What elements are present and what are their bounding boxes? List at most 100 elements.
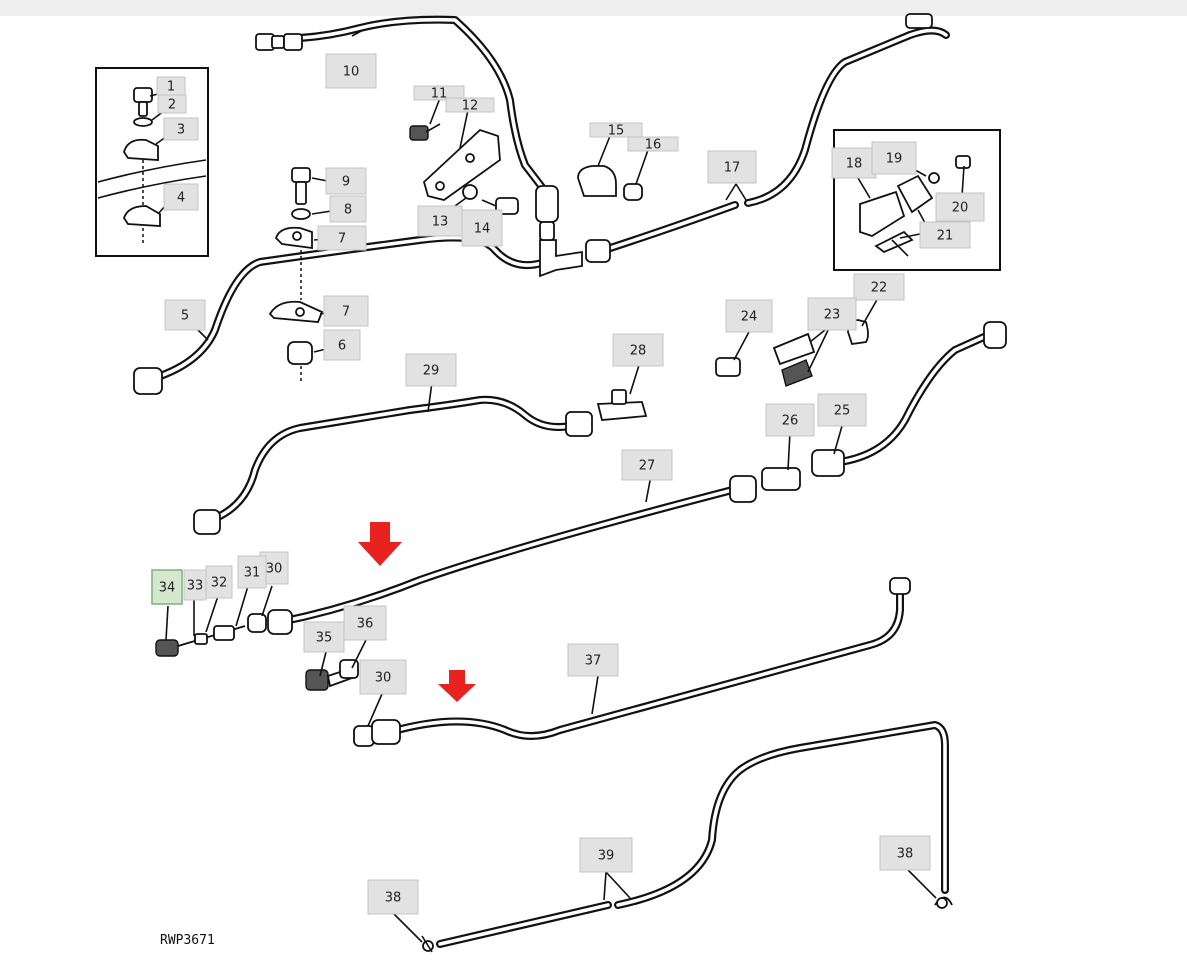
callout-label-30[interactable]: 30	[359, 659, 407, 695]
callout-label-box	[151, 569, 183, 605]
callout-label-text: 13	[432, 215, 449, 230]
callout-label-box	[405, 353, 457, 387]
callout-label-28[interactable]: 28	[612, 333, 664, 367]
figure-code: RWP3671	[160, 933, 215, 948]
callout-label-16[interactable]: 16	[627, 136, 679, 153]
callout-label-20[interactable]: 20	[935, 192, 985, 222]
inset-box-left	[95, 67, 209, 257]
callout-label-2[interactable]: 2	[157, 94, 187, 114]
callout-label-text: 14	[474, 222, 491, 237]
callout-label-9[interactable]: 9	[325, 167, 367, 195]
callout-label-box	[163, 117, 199, 141]
callout-label-box	[935, 192, 985, 222]
callout-label-18[interactable]: 18	[831, 147, 877, 179]
callout-label-text: 15	[608, 124, 625, 139]
callout-label-text: 20	[952, 201, 969, 216]
callout-label-36[interactable]: 36	[343, 605, 387, 641]
callout-label-text: 37	[585, 654, 602, 669]
callout-label-box	[343, 605, 387, 641]
callout-label-text: 16	[645, 138, 662, 153]
callout-label-box	[621, 449, 673, 481]
fitting-nut-29-right	[565, 411, 593, 437]
red-arrow-upper	[358, 522, 402, 566]
callout-label-6[interactable]: 6	[323, 329, 361, 361]
callout-label-text: 39	[598, 849, 615, 864]
callout-label-29[interactable]: 29	[405, 353, 457, 387]
callout-label-22[interactable]: 22	[853, 273, 905, 301]
callout-label-box	[445, 97, 495, 113]
callout-label-box	[627, 136, 679, 152]
callout-label-19[interactable]: 19	[871, 141, 917, 175]
callout-label-box	[323, 295, 369, 327]
callout-label-38[interactable]: 38	[879, 835, 931, 871]
callout-label-15[interactable]: 15	[589, 122, 643, 139]
fitting-tee-28	[596, 389, 648, 421]
callout-label-box	[579, 837, 633, 873]
callout-label-8[interactable]: 8	[329, 195, 367, 223]
callout-label-12[interactable]: 12	[445, 97, 495, 114]
fitting-nut-25-right	[983, 321, 1007, 349]
callout-label-14[interactable]: 14	[461, 209, 503, 247]
hardware-23-clamp	[772, 332, 816, 387]
fitting-nut-29-left	[193, 509, 221, 535]
callout-label-text: 25	[834, 404, 851, 419]
callout-label-23[interactable]: 23	[807, 297, 857, 331]
callout-label-box	[183, 569, 207, 601]
callout-label-24[interactable]: 24	[725, 299, 773, 333]
callout-label-text: 5	[181, 309, 189, 324]
callout-label-box	[725, 299, 773, 333]
callout-label-38[interactable]: 38	[367, 879, 419, 915]
pipe-17	[594, 26, 950, 256]
callout-label-37[interactable]: 37	[567, 643, 619, 677]
callout-label-26[interactable]: 26	[765, 403, 815, 437]
callout-label-32[interactable]: 32	[205, 565, 233, 599]
callout-label-25[interactable]: 25	[817, 393, 867, 427]
callout-label-17[interactable]: 17	[707, 150, 757, 184]
callout-label-4[interactable]: 4	[163, 183, 199, 211]
fitting-tee-5	[535, 185, 583, 278]
callout-label-text: 4	[177, 191, 185, 206]
callout-label-text: 24	[741, 310, 758, 325]
callout-label-box	[461, 209, 503, 247]
callout-label-33[interactable]: 33	[183, 569, 207, 601]
callout-label-text: 38	[385, 891, 402, 906]
callout-label-34[interactable]: 34	[151, 569, 183, 605]
callout-label-39[interactable]: 39	[579, 837, 633, 873]
callout-label-box	[871, 141, 917, 175]
callout-label-7[interactable]: 7	[323, 295, 369, 327]
callout-label-35[interactable]: 35	[303, 621, 345, 653]
fitting-bolt-35	[305, 659, 359, 691]
callout-label-text: 30	[266, 562, 283, 577]
fitting-union-26	[761, 449, 845, 491]
callout-label-11[interactable]: 11	[413, 85, 465, 102]
callout-label-10[interactable]: 10	[325, 53, 377, 89]
callout-label-text: 11	[431, 87, 448, 102]
callout-label-text: 35	[316, 631, 333, 646]
callout-label-box	[359, 659, 407, 695]
callout-label-31[interactable]: 31	[237, 555, 267, 589]
callout-label-27[interactable]: 27	[621, 449, 673, 481]
callout-label-box	[612, 333, 664, 367]
fitting-nut-30-lower	[353, 719, 401, 747]
callout-label-text: 7	[338, 232, 346, 247]
pipe-29	[201, 395, 579, 526]
callout-label-13[interactable]: 13	[417, 205, 463, 237]
callout-label-text: 17	[724, 161, 741, 176]
callout-label-21[interactable]: 21	[919, 221, 971, 249]
callout-label-5[interactable]: 5	[164, 299, 206, 331]
callout-label-1[interactable]: 1	[156, 76, 186, 96]
clip-38-left	[421, 935, 434, 953]
callout-label-box	[765, 403, 815, 437]
hardware-6-nut	[287, 341, 313, 365]
callout-label-text: 26	[782, 414, 799, 429]
callout-label-7[interactable]: 7	[317, 225, 367, 251]
callout-label-3[interactable]: 3	[163, 117, 199, 141]
callout-label-text: 34	[159, 581, 176, 596]
callout-label-text: 33	[187, 579, 204, 594]
callout-label-box	[237, 555, 267, 589]
callout-label-text: 28	[630, 344, 647, 359]
top-bar	[0, 0, 1187, 16]
callout-label-box	[417, 205, 463, 237]
